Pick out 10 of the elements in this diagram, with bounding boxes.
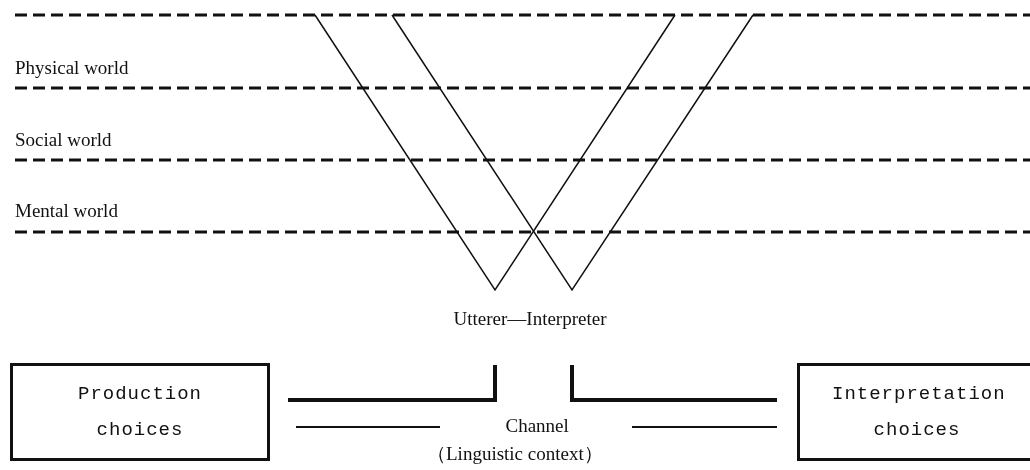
level-label: Social world [15,129,112,151]
level-label: Mental world [15,200,118,222]
box-label: Production choices [77,382,203,443]
choices-box [10,363,270,461]
choices-box [797,363,1030,461]
participant-label: Utterer—Interpreter [453,308,607,330]
channel-label: Channel [505,415,569,437]
box-label: Interpretation choices [832,382,1002,443]
channel-label: （Linguistic context） [427,443,603,465]
level-label: Physical world [15,57,129,79]
